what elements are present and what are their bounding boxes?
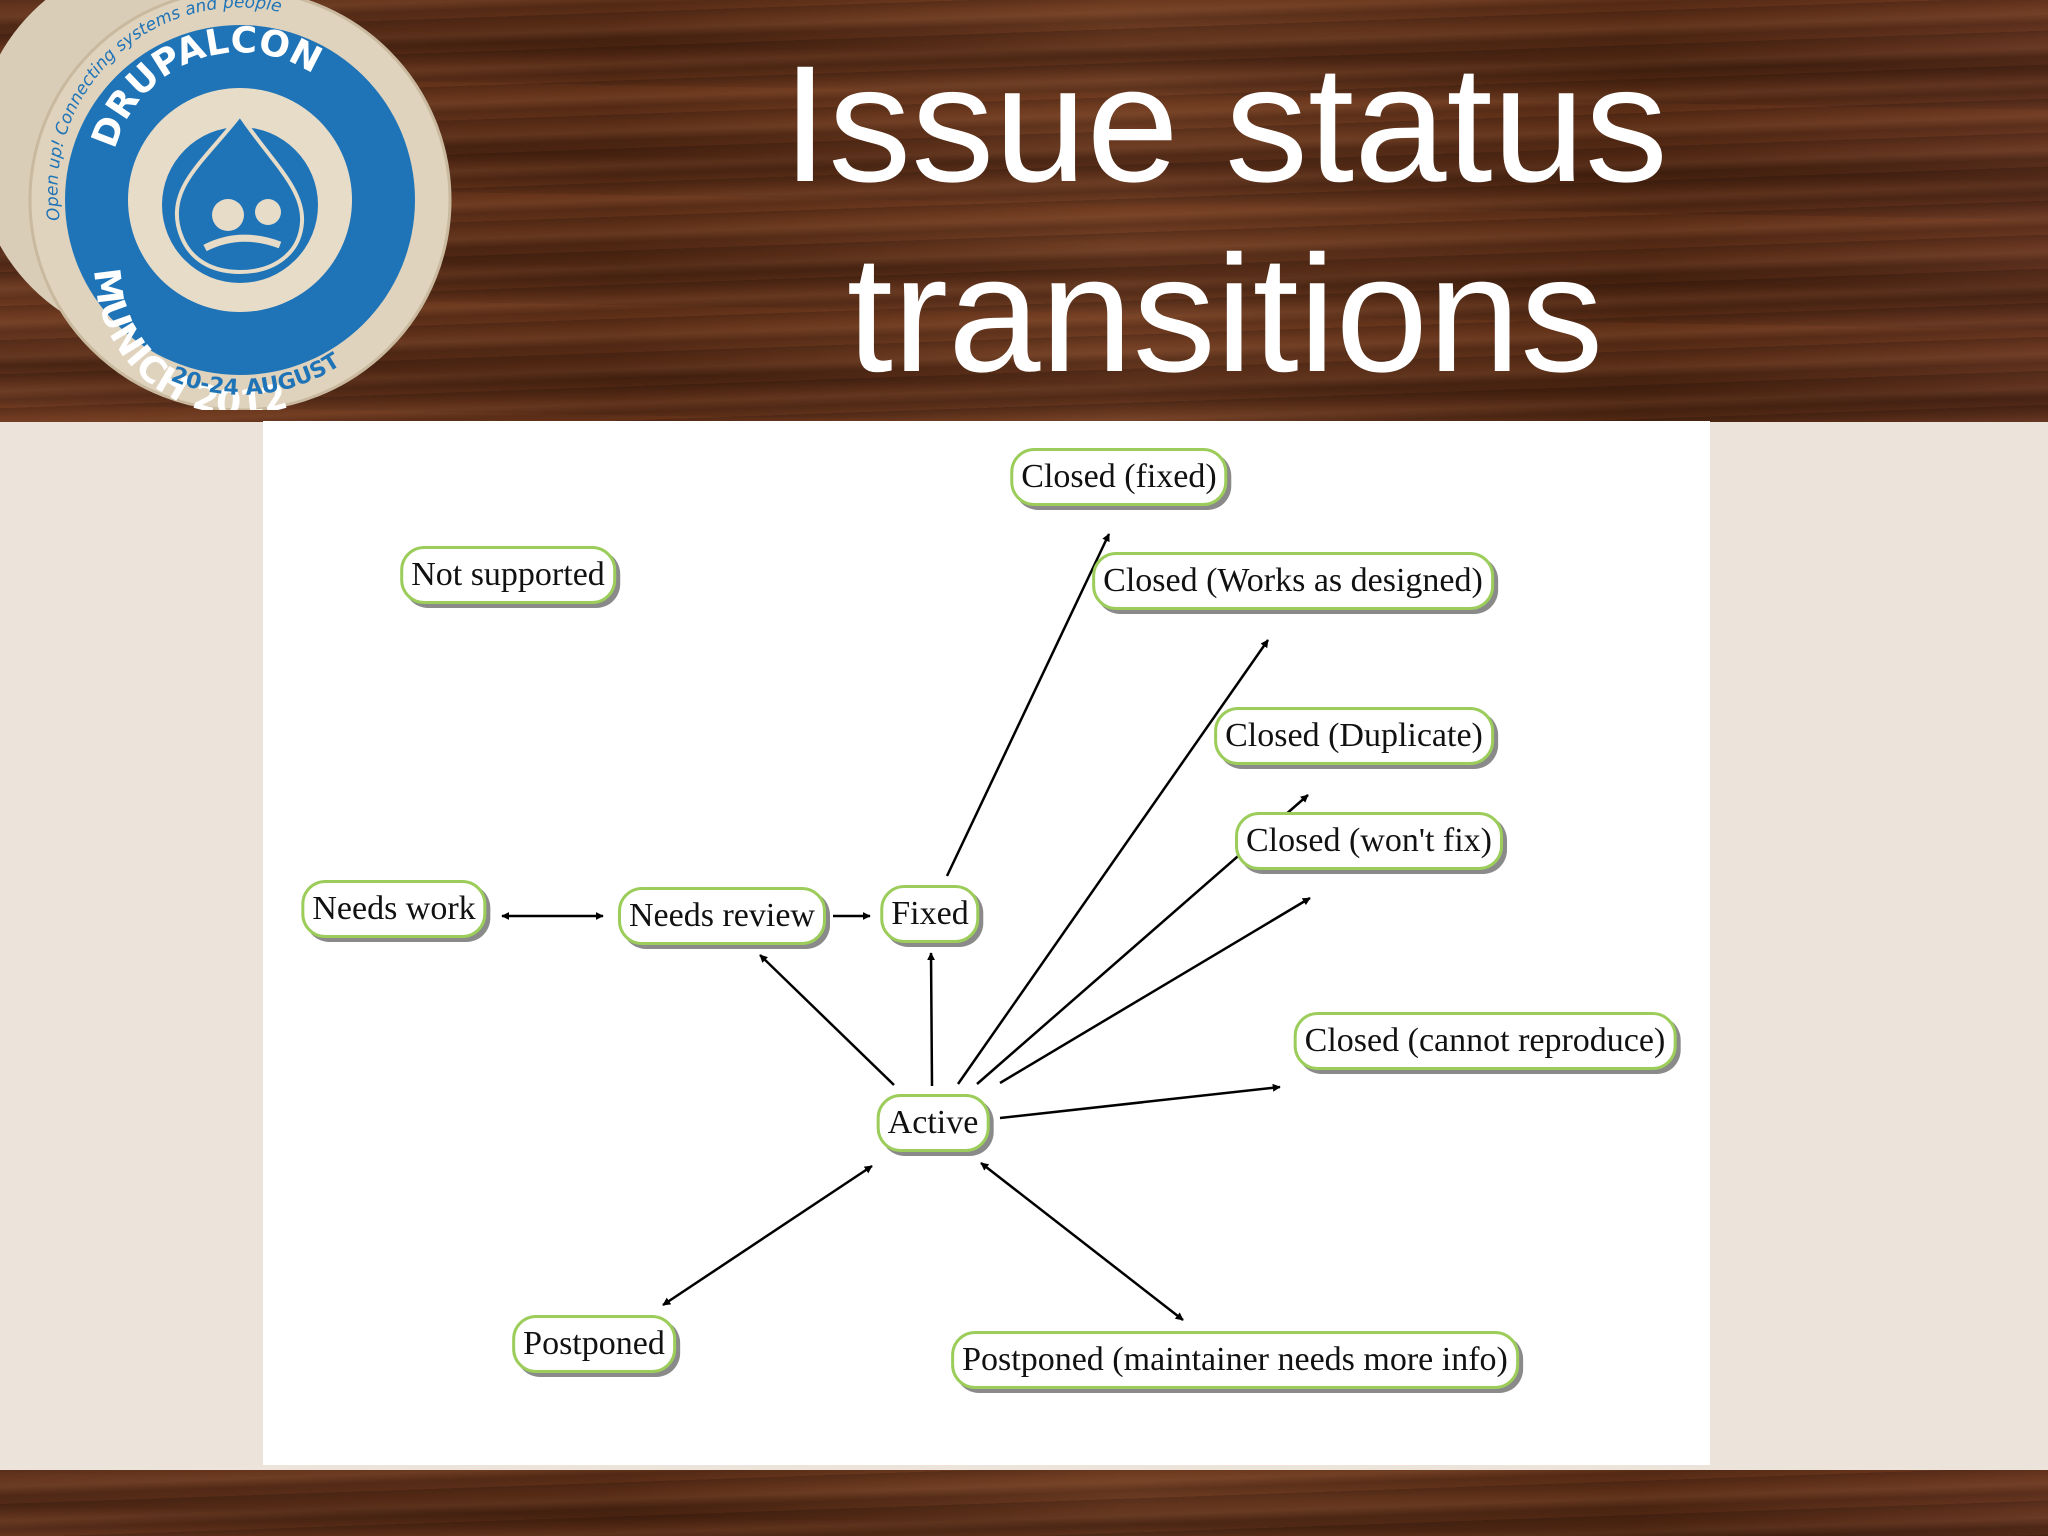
arrow-active-to-fixed bbox=[927, 952, 936, 1087]
state-node-needs-work: Needs work bbox=[301, 880, 487, 938]
arrow-active-to-closed_wontfix bbox=[999, 896, 1311, 1085]
state-node-active: Active bbox=[876, 1094, 990, 1152]
state-node-closed-fixed: Closed (fixed) bbox=[1010, 448, 1228, 506]
transition-arrows bbox=[501, 533, 1311, 1321]
arrow-active-to-closed_works bbox=[956, 639, 1270, 1085]
state-node-closed-works: Closed (Works as designed) bbox=[1092, 552, 1494, 610]
arrow-active-to-closed_cannot bbox=[999, 1083, 1281, 1120]
arrow-active-to-postponed bbox=[662, 1164, 873, 1307]
wood-footer-background bbox=[0, 1470, 2048, 1536]
state-diagram-panel: Not supported Closed (fixed) Closed (Works… bbox=[263, 421, 1710, 1465]
state-node-not-supported: Not supported bbox=[400, 546, 616, 604]
state-node-closed-duplicate: Closed (Duplicate) bbox=[1214, 707, 1494, 765]
state-node-closed-wontfix: Closed (won't fix) bbox=[1235, 812, 1503, 870]
state-node-closed-cannot: Closed (cannot reproduce) bbox=[1293, 1012, 1677, 1070]
state-node-fixed: Fixed bbox=[880, 885, 980, 943]
slide-title: Issue status transitions bbox=[700, 30, 1750, 410]
slide-title-line-2: transitions bbox=[846, 222, 1604, 407]
state-node-postponed: Postponed bbox=[512, 1315, 676, 1373]
arrow-active-to-needs_review bbox=[759, 954, 895, 1086]
drop-icon bbox=[174, 111, 305, 275]
state-node-postponed-info: Postponed (maintainer needs more info) bbox=[951, 1331, 1519, 1389]
arrow-active-to-postponed_info bbox=[980, 1162, 1184, 1321]
slide-title-line-1: Issue status bbox=[782, 32, 1668, 217]
state-node-needs-review: Needs review bbox=[618, 887, 826, 945]
drupalcon-badge: Open up! Connecting systems and people D… bbox=[0, 0, 452, 410]
arrow-fixed-to-closed_fixed bbox=[945, 533, 1111, 877]
